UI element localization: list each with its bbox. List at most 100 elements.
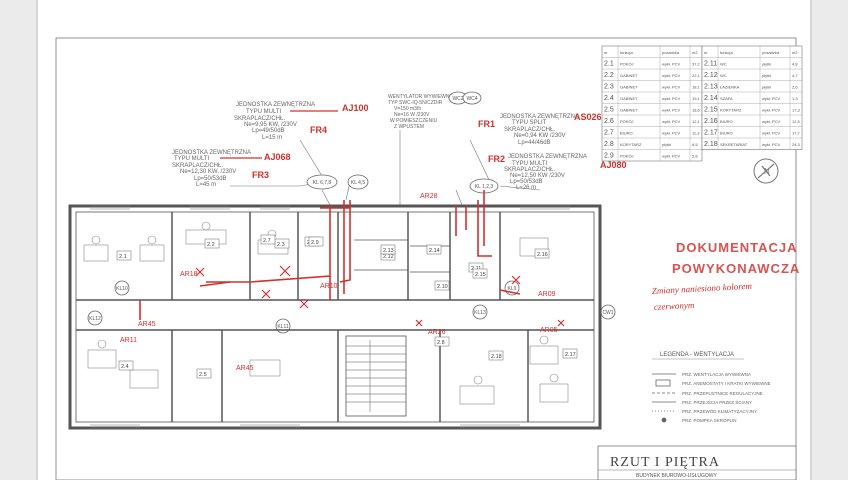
window-marks (90, 205, 570, 429)
room-number-box (118, 360, 134, 371)
table-cell: wykł. PCV (762, 131, 781, 136)
table-cell: 12,1 (692, 119, 701, 124)
room-labels: 2.12.22.32.42.52.62.72.82.92.102.112.122… (116, 234, 578, 379)
table-header-cell: posadzka (662, 50, 680, 55)
red-label: AR09 (538, 291, 556, 298)
table-cell: ŁAZIENKA (720, 85, 740, 90)
room-number: 2.13 (383, 248, 394, 254)
leader-lines (230, 139, 541, 206)
bubble-kl13: KL13 (472, 304, 488, 320)
legend-item: PRZ. WENTYLACJA WYWIEWNA (682, 372, 751, 377)
table-cell: KORYTARZ (720, 108, 742, 113)
unit-code: FR3 (252, 170, 269, 180)
room-number-box (472, 268, 488, 279)
note-line2: czerwonym (654, 300, 695, 312)
bubble-kl45: KL 4,5 (347, 174, 369, 190)
table-cell: płytki (762, 73, 771, 78)
table-cell: WC (720, 73, 727, 78)
room-number-box (260, 234, 276, 245)
table-cell: wykł. PCV (662, 73, 681, 78)
bubble-kl678: KL 6,7,8 (306, 174, 338, 190)
room-number: 2.5 (199, 372, 207, 378)
table-frame (701, 45, 803, 150)
table-cell: 2.2 (604, 72, 614, 79)
legend-item: PRZ. PRZEWÓD KLIMATYZACYJNY (682, 408, 757, 414)
bubble-kl10: KL10 (114, 280, 130, 296)
red-unit-labels: AR18 AR11 AR45 AR09 AR05 AR45 AR26 AR28 … (120, 193, 558, 372)
unit-lp: Lp=50/53dB (194, 176, 227, 182)
legend-item: PRZ. POMPKA SKROPLIN (682, 418, 737, 423)
table-cell: SZAFA (720, 96, 733, 101)
table-cell: POKÓJ (620, 62, 634, 67)
room-number: 2.18 (491, 354, 502, 360)
legend-item: PRZ. PRZEJŚCIA PRZEZ ŚCIANY (682, 398, 752, 405)
table-header-cell: nr (604, 50, 608, 55)
table-cell: POKÓJ (620, 119, 634, 124)
room-number: 2.16 (537, 252, 548, 258)
unit-power: Ne=9,95 KW, /230V (244, 122, 297, 128)
table-cell: 4,8 (792, 62, 798, 67)
room-number: 2.9 (311, 240, 319, 246)
unit-cooling: SKRAPLACZ/CHŁ. (234, 116, 285, 122)
redline-code: AJ080 (600, 160, 627, 170)
room-number: 2.4 (121, 364, 129, 370)
room-number: 2.15 (475, 272, 486, 278)
unit-cooling: SKRAPLACZ/CHŁ. (504, 167, 555, 173)
table-cell: wykł. PCV (662, 131, 681, 136)
bubble-label: KL10 (116, 286, 128, 292)
table-cell: BIURO (720, 131, 733, 136)
unit-lp: Lp=49/50dB (252, 128, 285, 134)
table-header-cell: nr (704, 50, 708, 55)
table-header-cell: funkcja (720, 50, 733, 55)
table-cell: GABINET (620, 96, 638, 101)
unit-lp: Lp=44/46dB (518, 140, 551, 146)
table-cell: płytki (762, 85, 771, 90)
table-header-cell: funkcja (620, 50, 633, 55)
vent-l3: V=150 m3/h (394, 106, 421, 112)
unit-title: JEDNOSTKA ZEWNĘTRZNA (500, 114, 579, 120)
table-cell: 18,1 (692, 85, 701, 90)
bubble-kl11: KL11 (275, 318, 291, 334)
vent-l5: W POMIESZCZENIU (390, 118, 438, 124)
red-label: AR45 (138, 321, 156, 328)
table-cell: wykł. PCV (662, 108, 681, 113)
legend-title: LEGENDA - WENTYLACJA (660, 352, 734, 358)
room-number-box (562, 348, 578, 359)
unit-length: L=15 m (262, 135, 282, 141)
bubble-label: CW1 (602, 310, 613, 316)
unit-type: TYPU MULTI (512, 161, 548, 167)
table-cell: płytki (662, 142, 671, 147)
red-label: AR11 (120, 337, 137, 344)
bubble-label: KL 4,5 (351, 180, 365, 186)
furniture (83, 221, 569, 405)
table-cell: 2.13 (704, 84, 718, 91)
bubble-wc4: WC4 (462, 91, 482, 105)
bubble-label: KL 6,7,8 (313, 180, 332, 186)
table-cell: 19,1 (692, 96, 701, 101)
legend: LEGENDA - WENTYLACJA PRZ. WENTYLACJA WYW… (652, 352, 771, 423)
room-number-box (204, 238, 220, 249)
sheet-border (55, 37, 797, 480)
table-cell: BIURO (720, 119, 733, 124)
table-cell: 2.7 (604, 130, 614, 137)
table-cell: 12,5 (792, 119, 801, 124)
unit-title: JEDNOSTKA ZEWNĘTRZNA (508, 154, 587, 160)
sheet-subtitle: BUDYNEK BIUROWO-USŁUGOWY (636, 473, 718, 479)
room-number-box (534, 248, 550, 259)
table-cell: 37,2 (692, 62, 701, 67)
bubble-label: KL 1,2,3 (475, 184, 494, 190)
note-line1: Zmiany naniesiono kolorem (652, 281, 753, 296)
table-cell: 17,3 (792, 108, 801, 113)
bubble-label: KL9 (508, 286, 517, 292)
room-number: 2.14 (429, 248, 440, 254)
table-cell: 4,7 (792, 73, 798, 78)
table-cell: wykł. PCV (762, 119, 781, 124)
table-cell: 2.17 (704, 130, 718, 137)
unit-code: FR4 (310, 125, 327, 135)
table-cell: GABINET (620, 85, 638, 90)
outdoor-unit-3: JEDNOSTKA ZEWNĘTRZNA TYPU SPLIT SKRAPLAC… (478, 112, 602, 146)
table-cell: 6,5 (692, 142, 698, 147)
unit-cooling: SKRAPLACZ/CHŁ. (504, 127, 555, 133)
room-number: 2.12 (383, 254, 394, 260)
